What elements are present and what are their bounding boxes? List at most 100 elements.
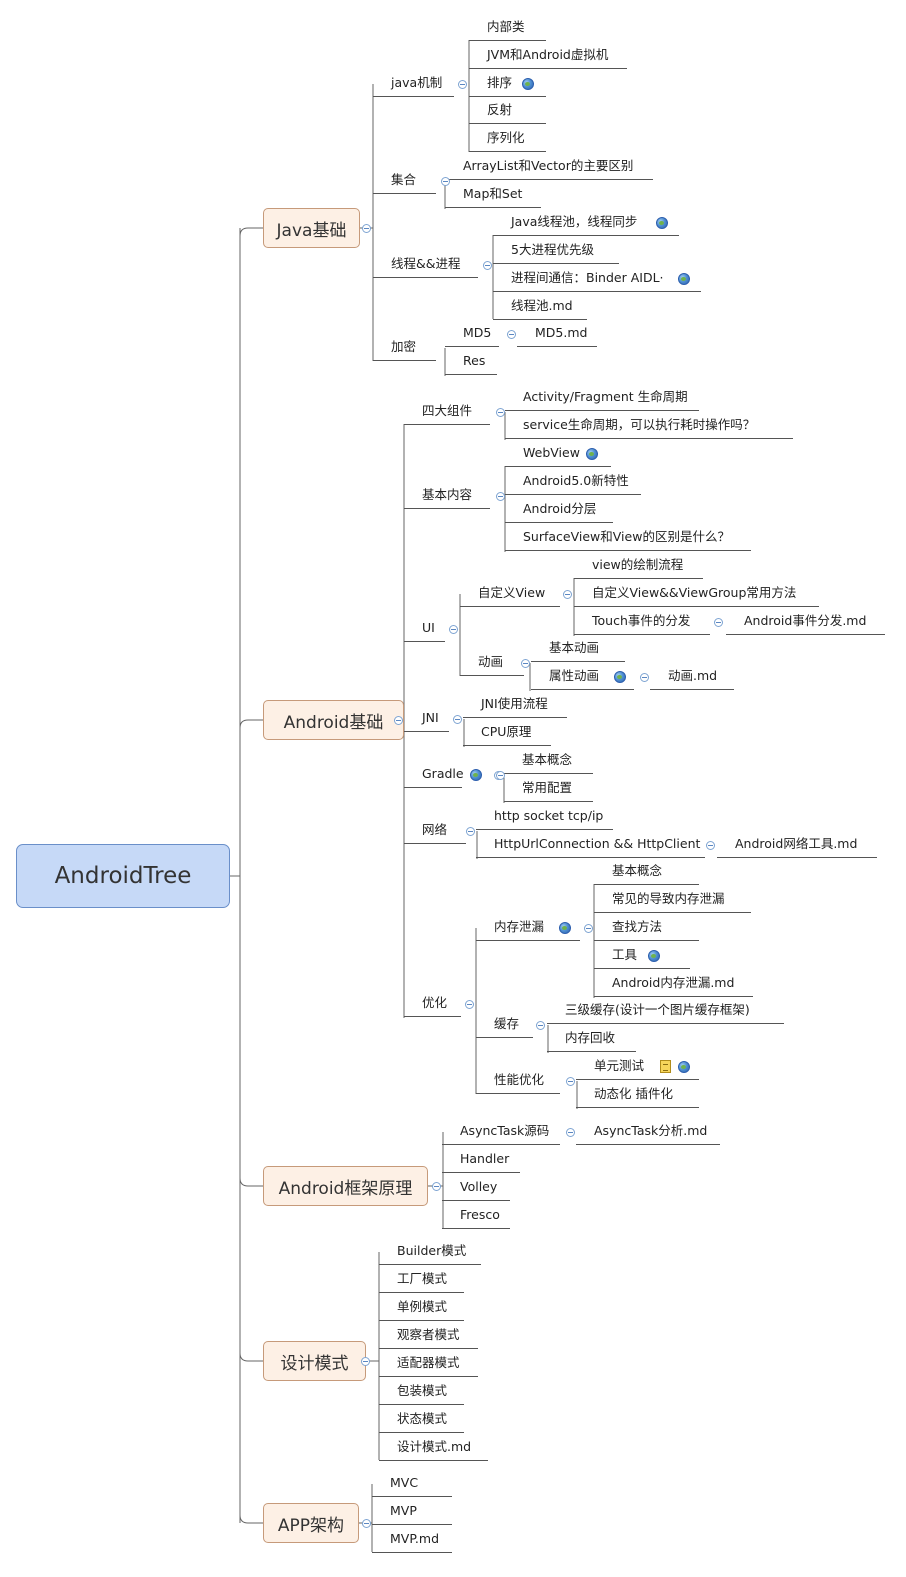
- collapse-toggle-icon[interactable]: [536, 1021, 545, 1030]
- hyperlink-globe-icon[interactable]: [586, 448, 598, 460]
- android-item[interactable]: service生命周期，可以执行耗时操作吗？: [523, 417, 756, 432]
- collapse-toggle-icon[interactable]: [483, 261, 492, 270]
- collapse-toggle-icon[interactable]: [465, 1000, 474, 1009]
- collapse-toggle-icon[interactable]: [432, 1182, 441, 1191]
- pattern-item[interactable]: 观察者模式: [397, 1327, 460, 1342]
- opt-item[interactable]: 内存回收: [565, 1030, 616, 1045]
- opt-sub-label[interactable]: 性能优化: [494, 1072, 545, 1087]
- android-group-label[interactable]: UI: [422, 620, 435, 635]
- collapse-toggle-icon[interactable]: [453, 715, 462, 724]
- java-group-label[interactable]: 加密: [391, 339, 417, 354]
- android-group-label[interactable]: JNI: [422, 710, 439, 725]
- arch-item[interactable]: MVC: [390, 1475, 419, 1490]
- ui-item[interactable]: 基本动画: [549, 640, 600, 655]
- java-item[interactable]: 线程池.md: [511, 298, 573, 313]
- pattern-item[interactable]: Builder模式: [397, 1243, 467, 1258]
- opt-item[interactable]: 单元测试: [594, 1058, 645, 1073]
- java-item[interactable]: JVM和Android虚拟机: [487, 47, 609, 62]
- framework-item[interactable]: Handler: [460, 1151, 510, 1166]
- hyperlink-globe-icon[interactable]: [522, 78, 534, 90]
- hyperlink-globe-icon[interactable]: [678, 273, 690, 285]
- android-group-label[interactable]: 优化: [422, 995, 448, 1010]
- java-item[interactable]: Map和Set: [463, 186, 523, 201]
- branch-android-framework[interactable]: Android框架原理: [263, 1166, 428, 1206]
- collapse-toggle-icon[interactable]: [496, 771, 505, 780]
- java-item[interactable]: 内部类: [487, 19, 525, 34]
- java-group-label[interactable]: java机制: [391, 75, 443, 90]
- ui-item[interactable]: 动画.md: [668, 668, 718, 683]
- java-item[interactable]: 反射: [487, 102, 513, 117]
- android-item[interactable]: WebView: [523, 445, 580, 460]
- pattern-item[interactable]: 适配器模式: [397, 1355, 460, 1370]
- java-item[interactable]: Res: [463, 353, 486, 368]
- opt-item[interactable]: 动态化 插件化: [594, 1086, 673, 1101]
- ui-sub-label[interactable]: 动画: [478, 654, 504, 669]
- android-item[interactable]: 常用配置: [522, 780, 573, 795]
- java-item[interactable]: 序列化: [487, 130, 525, 145]
- collapse-toggle-icon[interactable]: [441, 177, 450, 186]
- java-item[interactable]: 进程间通信：Binder AIDL·: [511, 270, 664, 285]
- android-item[interactable]: CPU原理: [481, 724, 532, 739]
- hyperlink-globe-icon[interactable]: [470, 769, 482, 781]
- framework-item[interactable]: Fresco: [460, 1207, 500, 1222]
- opt-item[interactable]: 基本概念: [612, 863, 663, 878]
- android-group-label[interactable]: 四大组件: [422, 403, 473, 418]
- framework-item[interactable]: AsyncTask分析.md: [594, 1123, 708, 1138]
- collapse-toggle-icon[interactable]: [563, 590, 572, 599]
- opt-item[interactable]: Android内存泄漏.md: [612, 975, 735, 990]
- android-item[interactable]: http socket tcp/ip: [494, 808, 604, 823]
- collapse-toggle-icon[interactable]: [362, 224, 371, 233]
- collapse-toggle-icon[interactable]: [496, 408, 505, 417]
- note-icon[interactable]: [660, 1060, 671, 1073]
- pattern-item[interactable]: 单例模式: [397, 1299, 448, 1314]
- java-item[interactable]: 排序: [487, 75, 513, 90]
- ui-sub-label[interactable]: 自定义View: [478, 585, 546, 600]
- collapse-toggle-icon[interactable]: [361, 1357, 370, 1366]
- hyperlink-globe-icon[interactable]: [648, 950, 660, 962]
- collapse-toggle-icon[interactable]: [449, 625, 458, 634]
- collapse-toggle-icon[interactable]: [521, 659, 530, 668]
- arch-item[interactable]: MVP: [390, 1503, 417, 1518]
- collapse-toggle-icon[interactable]: [496, 492, 505, 501]
- android-group-label[interactable]: 网络: [422, 822, 448, 837]
- pattern-item[interactable]: 包装模式: [397, 1383, 448, 1398]
- java-group-label[interactable]: 集合: [391, 172, 417, 187]
- android-group-label[interactable]: Gradle: [422, 766, 464, 781]
- collapse-toggle-icon[interactable]: [458, 80, 467, 89]
- hyperlink-globe-icon[interactable]: [656, 217, 668, 229]
- pattern-item[interactable]: 状态模式: [397, 1411, 448, 1426]
- java-group-label[interactable]: 线程&&进程: [391, 256, 461, 271]
- hyperlink-globe-icon[interactable]: [614, 671, 626, 683]
- arch-item[interactable]: MVP.md: [390, 1531, 440, 1546]
- opt-item[interactable]: 三级缓存(设计一个图片缓存框架): [565, 1002, 750, 1017]
- android-item[interactable]: Android网络工具.md: [735, 836, 858, 851]
- root-topic[interactable]: AndroidTree: [16, 844, 230, 908]
- collapse-toggle-icon[interactable]: [466, 827, 475, 836]
- collapse-toggle-icon[interactable]: [706, 841, 715, 850]
- java-item[interactable]: 5大进程优先级: [511, 242, 594, 257]
- collapse-toggle-icon[interactable]: [507, 330, 516, 339]
- android-item[interactable]: 基本概念: [522, 752, 573, 767]
- collapse-toggle-icon[interactable]: [714, 618, 723, 627]
- framework-item[interactable]: AsyncTask源码: [460, 1123, 550, 1138]
- branch-app-architecture[interactable]: APP架构: [263, 1503, 359, 1543]
- android-item[interactable]: SurfaceView和View的区别是什么？: [523, 529, 730, 544]
- android-item[interactable]: Android5.0新特性: [523, 473, 629, 488]
- ui-item[interactable]: 属性动画: [549, 668, 600, 683]
- opt-item[interactable]: 工具: [612, 947, 638, 962]
- branch-design-patterns[interactable]: 设计模式: [263, 1341, 366, 1381]
- hyperlink-globe-icon[interactable]: [678, 1061, 690, 1073]
- android-item[interactable]: JNI使用流程: [481, 696, 548, 711]
- java-item[interactable]: Java线程池，线程同步: [511, 214, 638, 229]
- branch-java-basics[interactable]: Java基础: [263, 208, 360, 248]
- framework-item[interactable]: Volley: [460, 1179, 498, 1194]
- java-item[interactable]: ArrayList和Vector的主要区别: [463, 158, 634, 173]
- java-item[interactable]: MD5.md: [535, 325, 588, 340]
- hyperlink-globe-icon[interactable]: [559, 922, 571, 934]
- android-item[interactable]: Activity/Fragment 生命周期: [523, 389, 688, 404]
- android-item[interactable]: HttpUrlConnection && HttpClient: [494, 836, 701, 851]
- opt-sub-label[interactable]: 缓存: [494, 1016, 520, 1031]
- collapse-toggle-icon[interactable]: [566, 1077, 575, 1086]
- java-item[interactable]: MD5: [463, 325, 492, 340]
- opt-sub-label[interactable]: 内存泄漏: [494, 919, 545, 934]
